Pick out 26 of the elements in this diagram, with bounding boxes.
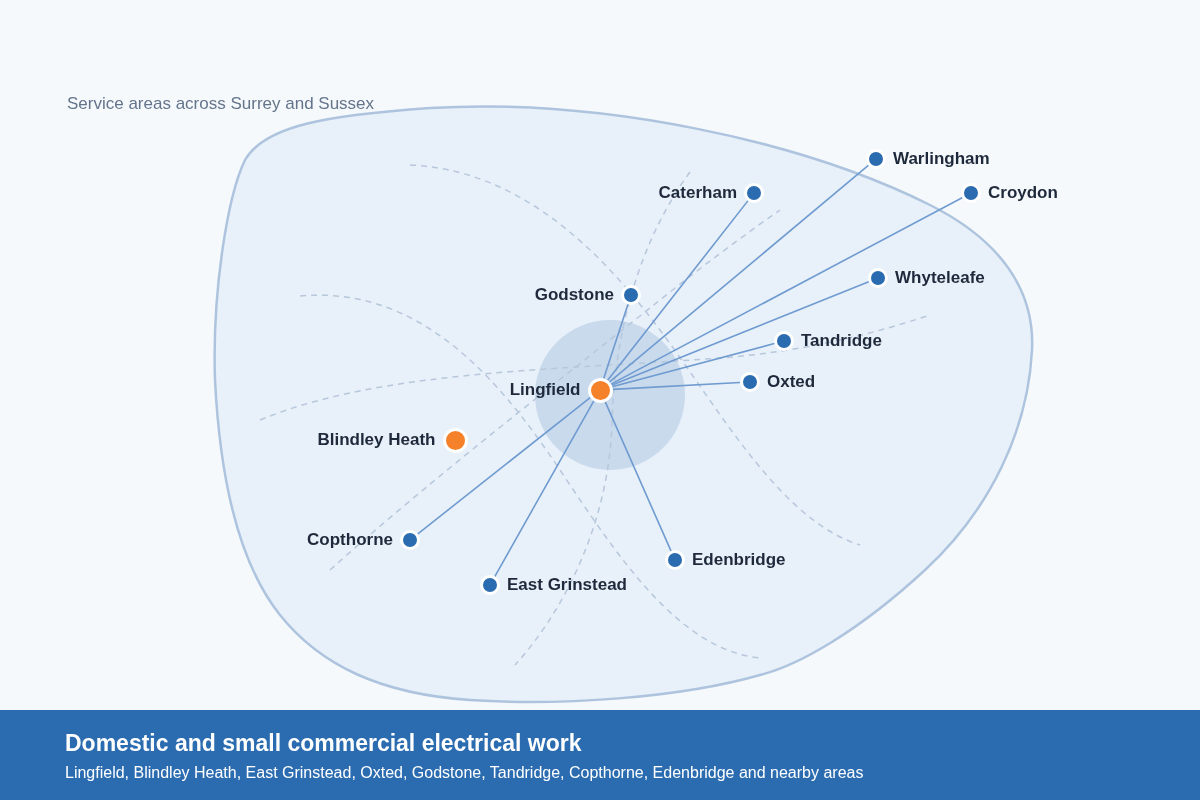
connector-line <box>611 381 741 391</box>
connector-line <box>611 342 776 388</box>
place-label: Lingfield <box>509 380 581 400</box>
place-label: Edenbridge <box>692 550 786 570</box>
place-label: Caterham <box>658 183 737 203</box>
footer-band <box>0 710 1200 800</box>
connector-line <box>606 200 749 381</box>
connector-line <box>610 280 870 387</box>
place-label: Blindley Heath <box>317 430 436 450</box>
place-label: Copthorne <box>307 530 393 550</box>
place-label: Tandridge <box>801 331 882 351</box>
place-label: Oxted <box>767 372 816 392</box>
band-heading: Domestic and small commercial electrical work <box>65 729 582 757</box>
connector-line <box>603 303 629 379</box>
connector-line <box>604 400 672 552</box>
place-label: Godstone <box>534 285 614 305</box>
connector-line <box>610 196 963 385</box>
connector-line <box>417 396 591 535</box>
subtitle: Service areas across Surrey and Sussex <box>67 94 375 114</box>
connector-line <box>608 164 870 383</box>
connector-line <box>494 400 595 578</box>
place-label: Whyteleafe <box>895 268 985 288</box>
place-label: East Grinstead <box>507 575 627 595</box>
area-list-text: Lingfield, Blindley Heath, East Grinstead, Oxted, Godstone, Tandridge, Copthorne, Edenbridge and nearby areas <box>65 763 864 783</box>
place-label: Warlingham <box>893 149 990 169</box>
place-label: Croydon <box>988 183 1058 203</box>
